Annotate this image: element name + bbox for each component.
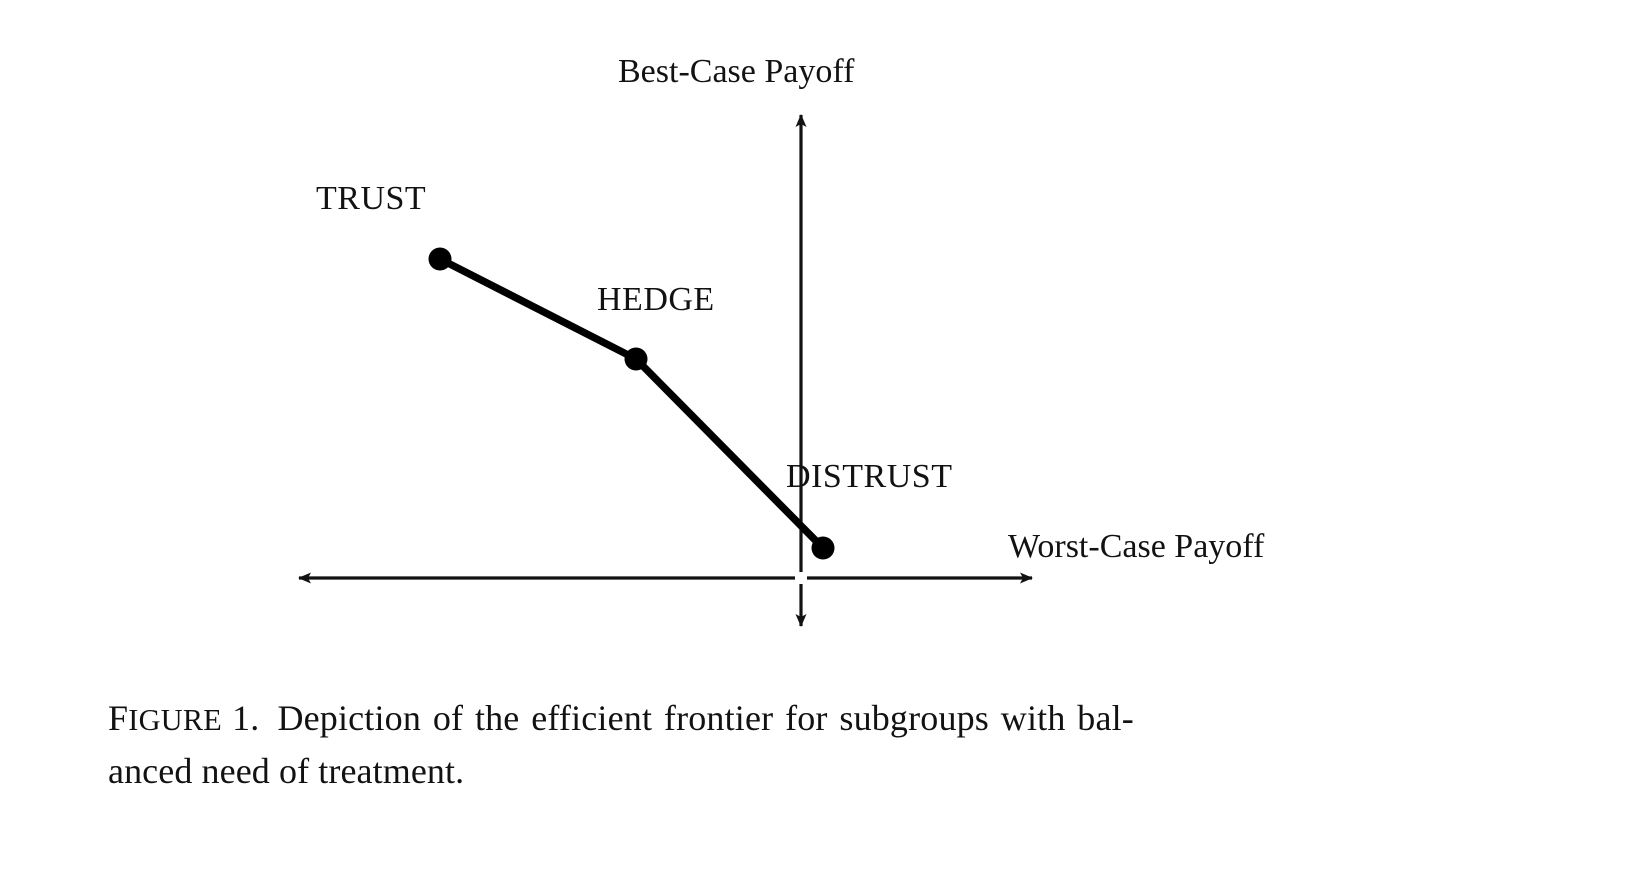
data-point-label-hedge: HEDGE bbox=[597, 281, 715, 318]
caption-number: 1. bbox=[232, 698, 260, 738]
data-point-trust[interactable] bbox=[428, 247, 452, 271]
caption-label-first-letter: F bbox=[108, 698, 129, 738]
caption-label-smallcaps: igure bbox=[128, 703, 223, 737]
data-point-hedge[interactable] bbox=[624, 347, 648, 371]
data-point-label-distrust: DISTRUST bbox=[786, 458, 953, 495]
plot-svg-canvas bbox=[298, 114, 1033, 627]
caption-line-1-text: Depiction of the efficient frontier for … bbox=[277, 698, 1134, 738]
data-point-distrust[interactable] bbox=[811, 536, 835, 560]
data-point-label-trust: TRUST bbox=[316, 180, 427, 217]
caption-line-2-text: anced need of treatment. bbox=[108, 751, 465, 792]
efficient-frontier-plot: Best-Case Payoff Worst-Case Payoff TRUST… bbox=[298, 53, 1265, 627]
best-case-payoff-axis-label: Best-Case Payoff bbox=[618, 53, 855, 90]
worst-case-payoff-axis-label: Worst-Case Payoff bbox=[1008, 528, 1265, 565]
figure-caption: Figure 1. Depiction of the efficient front… bbox=[108, 692, 1538, 799]
